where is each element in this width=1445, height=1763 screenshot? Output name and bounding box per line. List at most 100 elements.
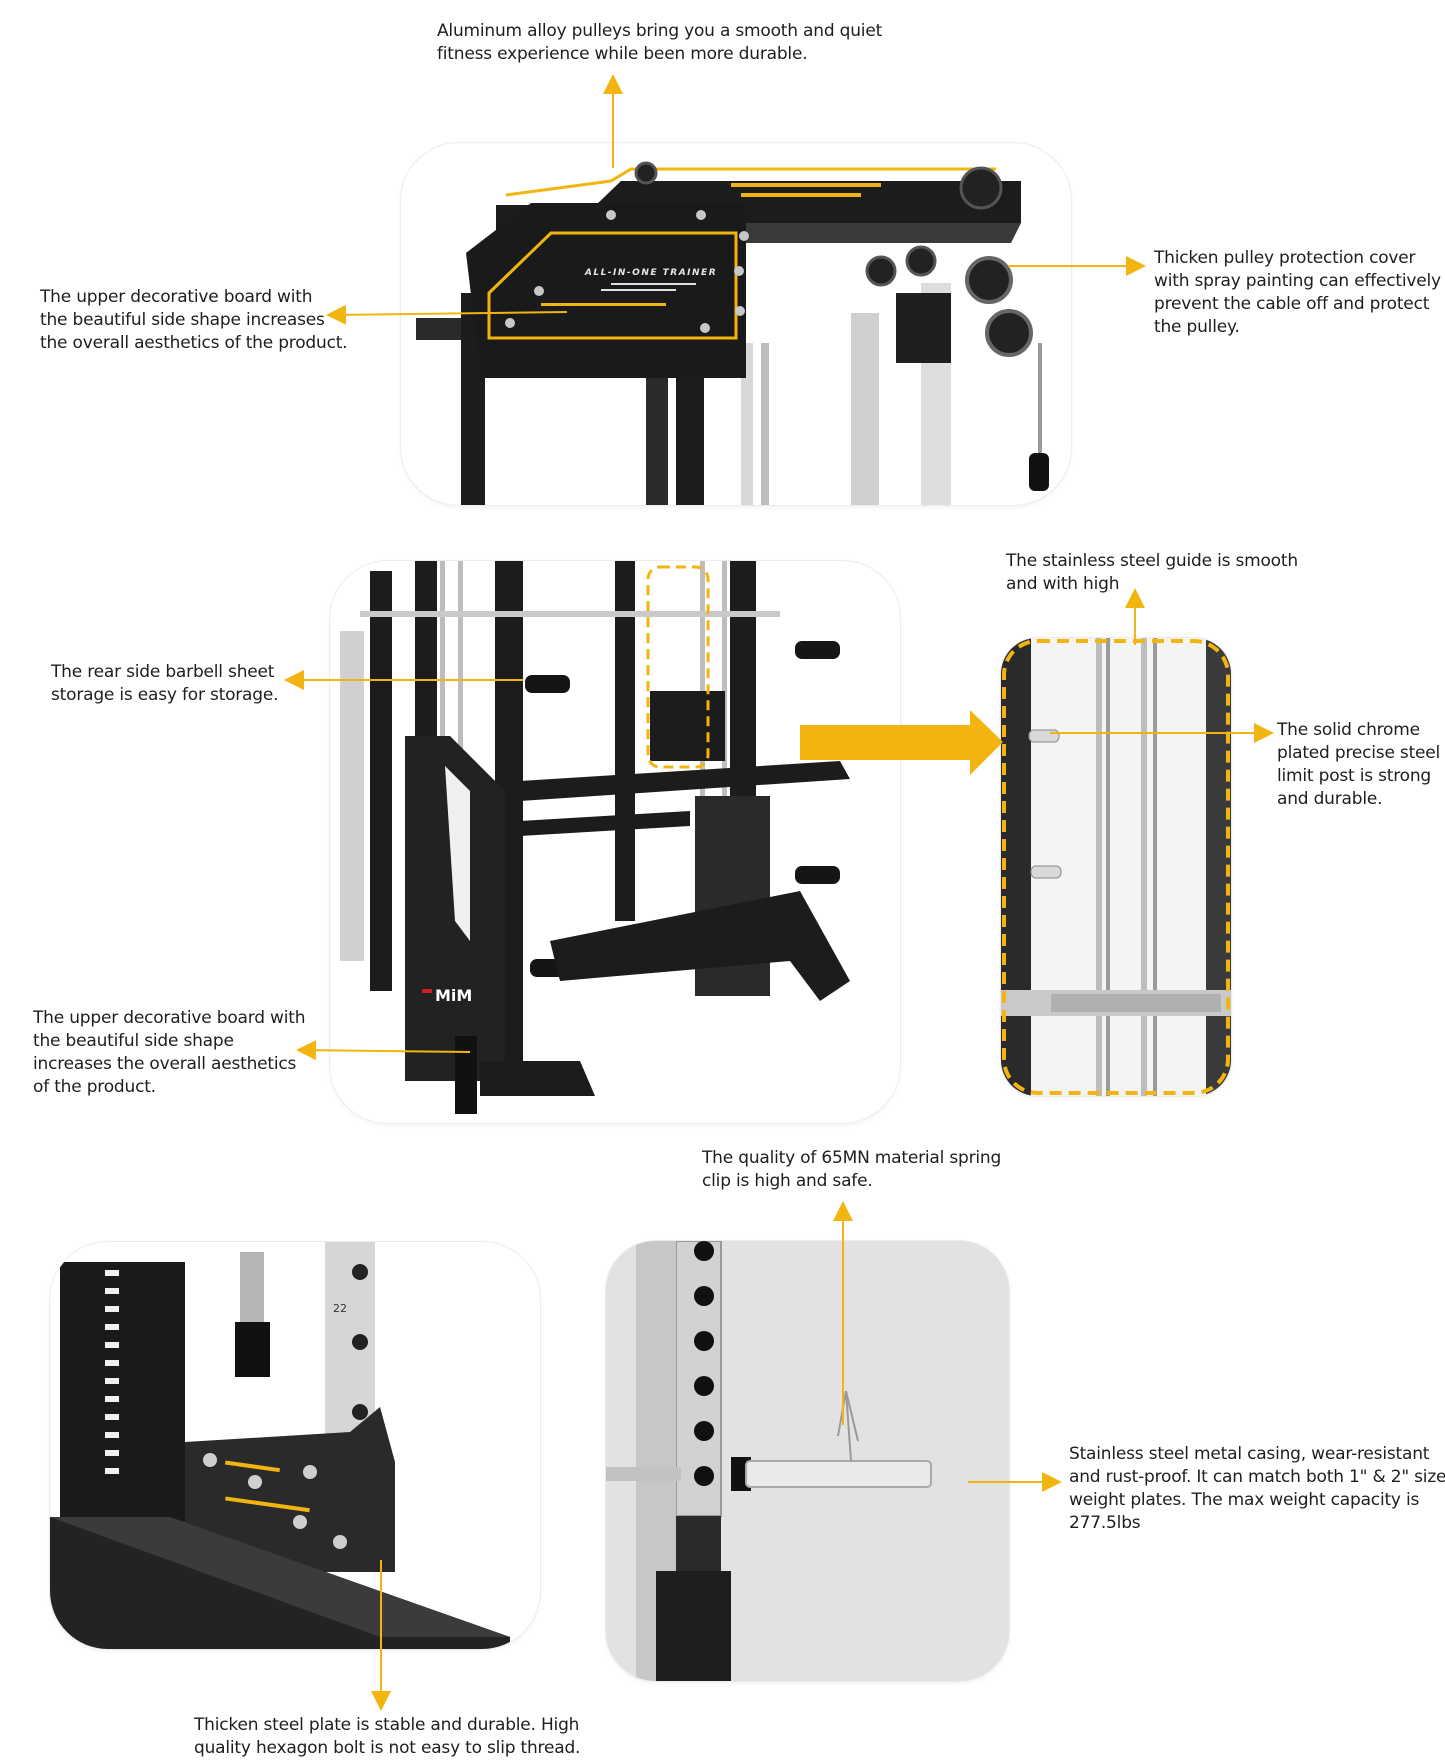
bolt (534, 286, 544, 296)
caption-line: The upper decorative board with (40, 287, 313, 307)
accent-stripe (224, 1460, 280, 1473)
bolt (696, 210, 706, 220)
accent-stripe (225, 1496, 310, 1513)
base-bracket (656, 1571, 731, 1681)
guide-rod (1096, 638, 1102, 1096)
caption-line: Stainless steel metal casing, wear-resis… (1069, 1444, 1430, 1464)
accent-stripe (541, 303, 666, 306)
caption-steel-plate: Thicken steel plate is stable and durabl… (194, 1714, 580, 1760)
caption-line: 277.5lbs (1069, 1513, 1141, 1533)
caption-line: prevent the cable off and protect (1154, 294, 1430, 314)
upright-hole (352, 1404, 368, 1420)
caption-line: of the product. (33, 1077, 156, 1097)
caption-line: plated precise steel (1277, 743, 1441, 763)
brand-mark (422, 989, 432, 993)
caption-line: quality hexagon bolt is not easy to slip… (194, 1738, 581, 1758)
guide-highlight (646, 565, 710, 769)
weight-plates (105, 1270, 119, 1474)
caption-line: the pulley. (1154, 317, 1240, 337)
caption-pulleys: Aluminum alloy pulleys bring you a smoot… (437, 20, 882, 66)
bolt (735, 306, 745, 316)
frame-upright (370, 571, 392, 991)
caption-line: and durable. (1277, 789, 1383, 809)
caption-line: and with high (1006, 574, 1120, 594)
bolt (739, 231, 749, 241)
panel-rear-rack: MiM (330, 561, 900, 1123)
caption-line: Aluminum alloy pulleys bring you a smoot… (437, 21, 883, 41)
board-stripe (601, 289, 676, 291)
caption-line: the overall aesthetics of the product. (40, 333, 348, 353)
caption-line: clip is high and safe. (702, 1171, 873, 1191)
cross-arm (520, 761, 850, 801)
caption-line: The solid chrome (1277, 720, 1420, 740)
weight-stack (60, 1262, 185, 1522)
upright-holes (694, 1241, 714, 1486)
caption-rear-storage: The rear side barbell sheet storage is e… (51, 661, 279, 707)
cable-chain (1038, 343, 1042, 453)
caption-limit-post: The solid chrome plated precise steel li… (1277, 719, 1440, 811)
weight-stack-guide (650, 691, 725, 761)
panel-base-plate: 22 (50, 1242, 540, 1649)
pulley-bracket (896, 293, 951, 363)
base-bracket (676, 1516, 721, 1576)
caption-line: with spray painting can effectively (1154, 271, 1441, 291)
limit-post (1028, 729, 1060, 743)
panel-top-frame: ALL-IN-ONE TRAINER (401, 143, 1071, 505)
cross-arm (520, 811, 690, 836)
sleeve-stub (606, 1467, 681, 1481)
board-stripe (611, 283, 696, 285)
guide-rod (1106, 638, 1110, 1096)
caption-line: and rust-proof. It can match both 1" & 2… (1069, 1467, 1445, 1487)
base-frame (550, 891, 850, 1001)
caption-steel-guide: The stainless steel guide is smooth and … (1006, 550, 1298, 596)
board-label: ALL-IN-ONE TRAINER (584, 268, 717, 278)
caption-line: Thicken pulley protection cover (1154, 248, 1416, 268)
cable-handle (1029, 453, 1049, 491)
frame-upright (761, 343, 769, 505)
caption-upper-board-2: The upper decorative board with the beau… (33, 1007, 306, 1099)
pulley (865, 255, 897, 287)
decorative-board-outline (487, 231, 738, 340)
barbell-knurl (1051, 994, 1221, 1012)
caption-line: Thicken steel plate is stable and durabl… (194, 1715, 580, 1735)
caption-line: limit post is strong (1277, 766, 1432, 786)
panel-spring-clip (606, 1241, 1009, 1681)
accent-stripe (741, 193, 861, 197)
upright-hole (352, 1334, 368, 1350)
board-stripe (445, 766, 470, 941)
caption-line: the beautiful side shape increases (40, 310, 325, 330)
upright-number: 22 (333, 1302, 347, 1315)
caption-upper-board: The upper decorative board with the beau… (40, 286, 348, 355)
pulley (985, 309, 1033, 357)
caption-line: The quality of 65MN material spring (702, 1148, 1002, 1168)
top-beam (496, 181, 1021, 248)
tube-bumper (235, 1322, 270, 1377)
caption-line: fitness experience while been more durab… (437, 44, 808, 64)
guide-rod (1153, 638, 1157, 1096)
guide-frame (1002, 639, 1230, 1095)
brand-logo: MiM (435, 986, 472, 1005)
limit-post (1030, 865, 1062, 879)
guide-rod (1141, 638, 1147, 1096)
caption-line: weight plates. The max weight capacity i… (1069, 1490, 1420, 1510)
bolt (700, 323, 710, 333)
storage-peg (525, 675, 570, 693)
bolt (505, 318, 515, 328)
panel-guide-detail (1001, 638, 1231, 1096)
pulley (905, 245, 937, 277)
caption-line: The stainless steel guide is smooth (1006, 551, 1298, 571)
smith-bar (360, 611, 780, 617)
frame-upright (741, 343, 753, 505)
caption-line: the beautiful side shape (33, 1031, 234, 1051)
frame-upright (851, 313, 879, 505)
upright-hole (352, 1264, 368, 1280)
pulley (634, 161, 658, 185)
base-frame (480, 1061, 595, 1096)
accent-stripe (731, 183, 881, 187)
caption-line: storage is easy for storage. (51, 685, 279, 705)
storage-post (455, 1036, 477, 1114)
caption-casing: Stainless steel metal casing, wear-resis… (1069, 1443, 1445, 1535)
bolt (606, 210, 616, 220)
frame-upright (615, 561, 635, 921)
chrome-upright (340, 631, 364, 961)
